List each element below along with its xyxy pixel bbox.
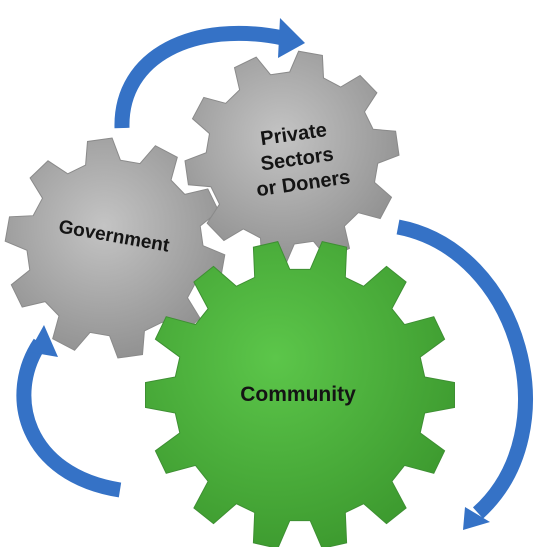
top-arrow	[114, 25, 285, 129]
community-label: Community	[240, 383, 356, 406]
community-gear	[145, 241, 455, 547]
private-sectors-gear	[184, 50, 400, 266]
cycle-arrows	[16, 25, 533, 519]
right-arrow	[396, 219, 533, 519]
top-arrow-head	[278, 18, 305, 58]
left-arrow	[16, 338, 122, 498]
arrow-heads	[29, 18, 490, 530]
left-arrow-head	[29, 325, 58, 357]
right-arrow-head	[463, 507, 490, 530]
